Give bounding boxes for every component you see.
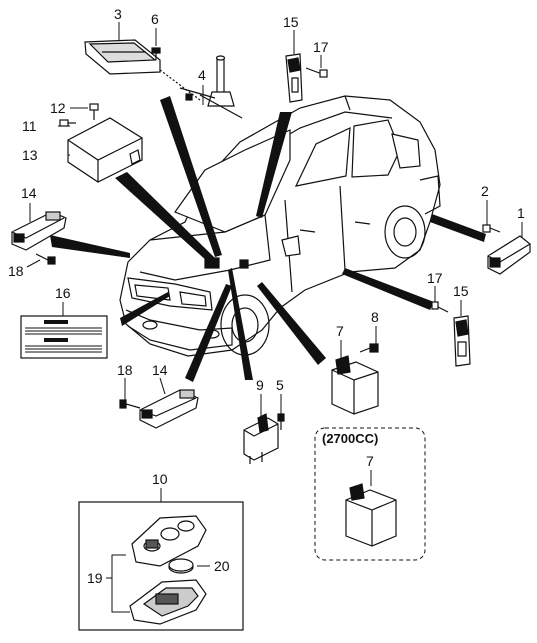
- part-18-bolt-lower: [119, 399, 141, 409]
- part-label-9: 9: [256, 377, 264, 393]
- part-label-14-left: 14: [21, 185, 37, 201]
- variant-2700cc-label: (2700CC): [322, 431, 378, 446]
- part-1-sensor-right: [487, 235, 531, 275]
- part-label-8: 8: [371, 309, 379, 325]
- part-label-20: 20: [214, 558, 230, 574]
- part-14-sensor-left: [11, 211, 67, 251]
- part-label-18-left: 18: [8, 263, 24, 279]
- part-label-4: 4: [198, 67, 206, 83]
- part-9-sensor: [243, 413, 279, 464]
- keyfob-back-cover: [129, 579, 207, 625]
- part-3-sensor-unit: [84, 39, 201, 101]
- part-label-3: 3: [114, 6, 122, 22]
- part-label-7-2700cc: 7: [366, 453, 374, 469]
- part-label-10: 10: [152, 471, 168, 487]
- part-label-18-lower: 18: [117, 362, 133, 378]
- part-label-2: 2: [481, 183, 489, 199]
- part-8-bolt: [359, 343, 379, 353]
- part-4-antenna: [179, 55, 243, 119]
- part-13-airbag-control-module: [67, 117, 143, 183]
- part-17-bolt-right: [431, 301, 449, 313]
- part-16-warning-label: [20, 315, 108, 359]
- part-label-15-top: 15: [283, 14, 299, 30]
- part-7-control-module: [331, 355, 379, 415]
- part-label-1: 1: [517, 205, 525, 221]
- part-label-17-right: 17: [427, 270, 443, 286]
- part-6-screw: [151, 47, 161, 60]
- part-label-12: 12: [50, 100, 66, 116]
- part-label-5: 5: [276, 377, 284, 393]
- part-15-sensor-right: [453, 315, 471, 367]
- part-7-module-2700cc: [345, 483, 397, 547]
- part-label-14-lower: 14: [152, 362, 168, 378]
- part-label-17-top: 17: [313, 39, 329, 55]
- part-label-15-right: 15: [453, 283, 469, 299]
- part-label-16: 16: [55, 285, 71, 301]
- part-2-bolt: [482, 224, 501, 233]
- part-15-sensor-top: [285, 53, 303, 103]
- variant-2700cc-box: [314, 427, 426, 561]
- part-label-13: 13: [22, 147, 38, 163]
- part-17-bolt-top: [305, 67, 328, 78]
- part-label-19: 19: [87, 570, 103, 586]
- part-5-screw: [277, 413, 285, 430]
- part-label-11: 11: [22, 118, 37, 134]
- part-14-sensor-lower: [139, 389, 199, 429]
- leader-lines: [26, 22, 523, 613]
- part-label-6: 6: [151, 11, 159, 27]
- part-11-12-bolts: [59, 103, 99, 127]
- part-label-7: 7: [336, 323, 344, 339]
- key-fob-transmitter: [131, 515, 207, 567]
- part-18-bolt-left: [35, 253, 56, 265]
- part-numbers: 3 6 4 15 17 12 11 13 14 18 16 2 1 17 15 …: [8, 6, 525, 586]
- coin-battery: [168, 558, 194, 574]
- pointer-wedges: [50, 96, 486, 382]
